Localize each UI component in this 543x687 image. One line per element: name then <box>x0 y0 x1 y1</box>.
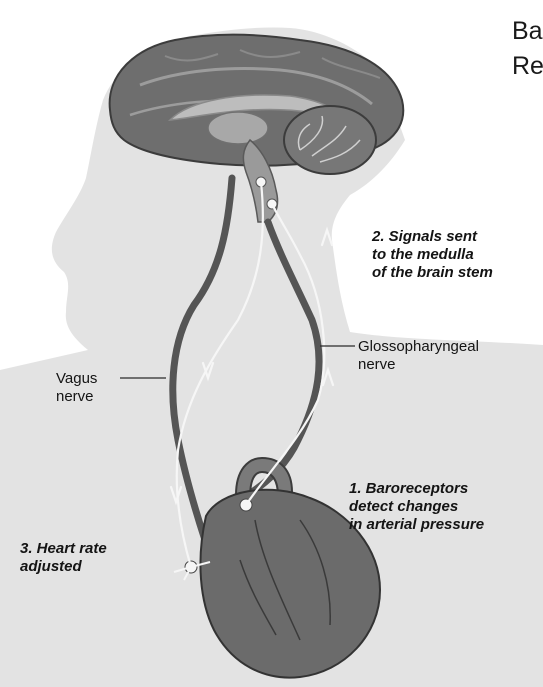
step-3-label: 3. Heart rate adjusted <box>20 540 107 576</box>
glossopharyngeal-nerve-label: Glossopharyngeal nerve <box>358 338 479 374</box>
step-1-label: 1. Baroreceptors detect changes in arter… <box>349 480 484 534</box>
diagram-title-line-2: Re <box>512 49 543 84</box>
step-2-label: 2. Signals sent to the medulla of the br… <box>372 228 493 282</box>
thalamus <box>208 112 268 144</box>
vagus-nerve-label: Vagus nerve <box>56 370 97 406</box>
cerebellum <box>284 106 376 174</box>
diagram-title-line-1: Ba <box>512 14 543 49</box>
